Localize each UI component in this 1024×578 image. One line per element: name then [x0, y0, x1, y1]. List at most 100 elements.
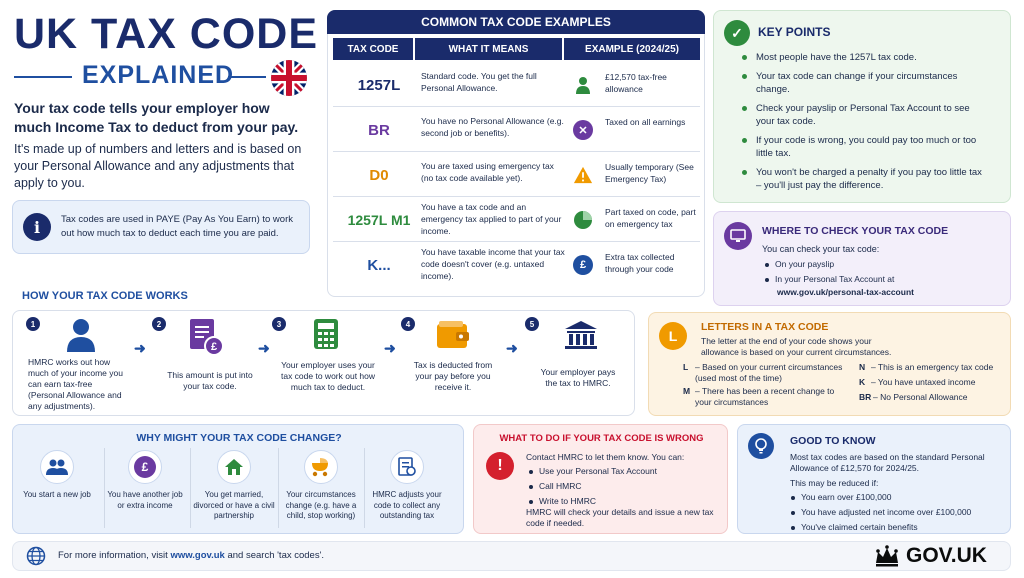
pound-icon: £ — [573, 255, 593, 275]
good-to-know-reduced: This may be reduced if: — [790, 478, 879, 488]
tax-code: K... — [367, 256, 391, 274]
document-icon — [390, 450, 424, 484]
good-to-know-list: You earn over £100,000 You have adjusted… — [790, 492, 1005, 537]
step-number: 4 — [401, 317, 415, 331]
code-example: Extra tax collected through your code — [605, 252, 675, 274]
wrong-code-footer: HMRC will check your details and issue a… — [526, 507, 714, 528]
globe-icon — [26, 546, 46, 571]
arrow-right-icon: ➜ — [134, 340, 146, 356]
code-meaning: Standard code. You get the full Personal… — [421, 71, 537, 93]
footer-bar — [12, 541, 1011, 571]
paye-info-box: i Tax codes are used in PAYE (Pay As You… — [12, 200, 310, 254]
col-header-example: EXAMPLE (2024/25) — [564, 38, 700, 60]
tax-code: BR — [368, 121, 390, 139]
letters-title: LETTERS IN A TAX CODE — [701, 321, 829, 333]
person-icon — [573, 75, 593, 95]
govuk-link[interactable]: www.gov.uk — [170, 550, 225, 561]
change-reason: £ You have another job or extra income — [104, 450, 186, 511]
table-row: D0 You are taxed using emergency tax (no… — [333, 153, 700, 197]
where-check-list: On your payslip In your Personal Tax Acc… — [764, 259, 1004, 289]
wallet-icon — [436, 321, 470, 354]
letter-key: N — [859, 362, 866, 372]
why-change-title: WHY MIGHT YOUR TAX CODE CHANGE? — [136, 432, 342, 444]
letter-key: M — [683, 386, 691, 396]
uk-flag-icon — [271, 60, 307, 96]
code-meaning: You have taxable income that your tax co… — [421, 247, 565, 281]
examples-title: COMMON TAX CODE EXAMPLES — [421, 15, 611, 29]
change-reason: HMRC adjusts your code to collect any ou… — [366, 450, 448, 522]
code-example: Usually temporary (See Emergency Tax) — [605, 162, 694, 184]
change-reason-text: You have another job or extra income — [107, 490, 183, 510]
info-icon: i — [23, 213, 51, 241]
list-item: Write to HMRC — [528, 496, 723, 507]
code-meaning: You are taxed using emergency tax (no ta… — [421, 161, 554, 183]
pram-icon — [304, 450, 338, 484]
letter-key: BR — [859, 392, 872, 402]
step-text: Your employer uses your tax code to work… — [280, 360, 376, 392]
wrong-code-title: WHAT TO DO IF YOUR TAX CODE IS WRONG — [499, 433, 704, 444]
warning-icon — [573, 165, 593, 185]
step-number: 1 — [26, 317, 40, 331]
crown-icon — [874, 545, 900, 572]
list-item: In your Personal Tax Account at — [764, 274, 1004, 285]
letter-desc: – You have untaxed income — [871, 377, 976, 387]
letters-panel: L LETTERS IN A TAX CODE The letter at th… — [648, 312, 1011, 416]
step-number: 3 — [272, 317, 286, 331]
page-subtitle: EXPLAINED — [82, 61, 235, 89]
letter-badge: L — [659, 322, 687, 350]
bank-building-icon — [564, 320, 598, 355]
how-works-title: HOW YOUR TAX CODE WORKS — [22, 290, 188, 302]
arrow-right-icon: ➜ — [384, 340, 396, 356]
where-check-title: WHERE TO CHECK YOUR TAX CODE — [762, 225, 949, 237]
list-item: Your tax code can change if your circums… — [742, 70, 982, 96]
divider — [104, 448, 105, 528]
pie-chart-icon — [573, 210, 593, 230]
letter-desc: – This is an emergency tax code — [871, 362, 994, 372]
tax-code: 1257L — [357, 76, 401, 94]
lightbulb-icon — [748, 433, 774, 459]
list-item: You have adjusted net income over £100,0… — [790, 507, 1005, 518]
list-item: Check your payslip or Personal Tax Accou… — [742, 102, 982, 128]
intro-bold-text: Your tax code tells your employer how mu… — [14, 100, 299, 135]
list-item: On your payslip — [764, 259, 1004, 270]
code-example: £12,570 tax-free allowance — [605, 72, 667, 94]
step-text: This amount is put into your tax code. — [167, 370, 253, 391]
house-icon — [217, 450, 251, 484]
list-item: Use your Personal Tax Account — [528, 466, 723, 477]
col-header-code: TAX CODE — [333, 38, 413, 60]
change-reason: You start a new job — [16, 450, 98, 501]
col-header-meaning: WHAT IT MEANS — [415, 38, 562, 60]
step-text: Your employer pays the tax to HMRC. — [540, 367, 616, 388]
svg-text:£: £ — [211, 341, 217, 353]
checkmark-icon: ✓ — [724, 20, 750, 46]
personal-tax-account-link[interactable]: www.gov.uk/personal-tax-account — [777, 287, 914, 297]
intro-text: It's made up of numbers and letters and … — [14, 142, 302, 190]
step-text: Tax is deducted from your pay before you… — [413, 360, 493, 392]
letter-key: K — [859, 377, 866, 387]
change-reason: Your circumstances change (e.g. have a c… — [280, 450, 362, 522]
footer-text-start: For more information, visit — [58, 550, 171, 561]
wrong-code-list: Use your Personal Tax Account Call HMRC … — [528, 466, 723, 511]
list-item: You earn over £100,000 — [790, 492, 1005, 503]
examples-title-bar: COMMON TAX CODE EXAMPLES — [327, 10, 705, 34]
list-item: If your code is wrong, you could pay too… — [742, 134, 982, 160]
good-to-know-title: GOOD TO KNOW — [790, 435, 876, 447]
alert-icon: ! — [486, 452, 514, 480]
wrong-code-lead: Contact HMRC to let them know. You can: — [526, 452, 685, 462]
code-meaning: You have a tax code and an emergency tax… — [421, 202, 562, 236]
code-meaning: You have no Personal Allowance (e.g. sec… — [421, 116, 564, 138]
key-points-list: Most people have the 1257L tax code. You… — [742, 51, 982, 198]
table-row: BR You have no Personal Allowance (e.g. … — [333, 108, 700, 152]
list-item: Most people have the 1257L tax code. — [742, 51, 982, 64]
step-number: 2 — [152, 317, 166, 331]
code-example: Part taxed on code, part on emergency ta… — [605, 207, 696, 229]
document-pound-icon: £ — [188, 318, 224, 361]
letter-desc: – There has been a recent change to your… — [695, 386, 835, 407]
step-number: 5 — [525, 317, 539, 331]
table-row: 1257L M1 You have a tax code and an emer… — [333, 198, 700, 242]
list-item: You won't be charged a penalty if you pa… — [742, 166, 982, 192]
people-icon — [40, 450, 74, 484]
list-item: You've claimed certain benefits — [790, 522, 1005, 533]
letter-key: L — [683, 362, 689, 372]
person-icon — [66, 318, 96, 357]
